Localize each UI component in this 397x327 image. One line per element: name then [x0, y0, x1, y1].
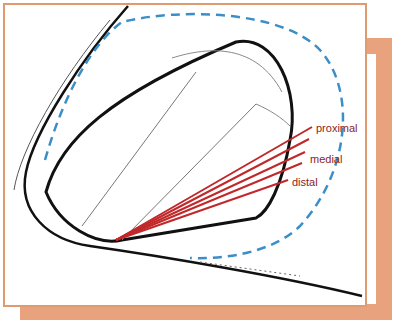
measure-line	[116, 180, 288, 240]
outer-thin-line	[14, 20, 110, 190]
inner-arc	[172, 51, 282, 92]
card-frame	[4, 4, 366, 306]
part-label: proximal	[316, 122, 358, 135]
measure-line	[116, 152, 305, 240]
inner-arc	[256, 104, 290, 126]
measure-line	[116, 139, 309, 240]
measure-line	[116, 163, 302, 240]
dotted-line	[200, 262, 300, 276]
part-label: medial	[310, 153, 342, 166]
dashed-boundary	[45, 14, 343, 258]
outer-contour	[25, 6, 362, 296]
part-label: distal	[292, 176, 318, 189]
measure-line	[116, 127, 312, 240]
